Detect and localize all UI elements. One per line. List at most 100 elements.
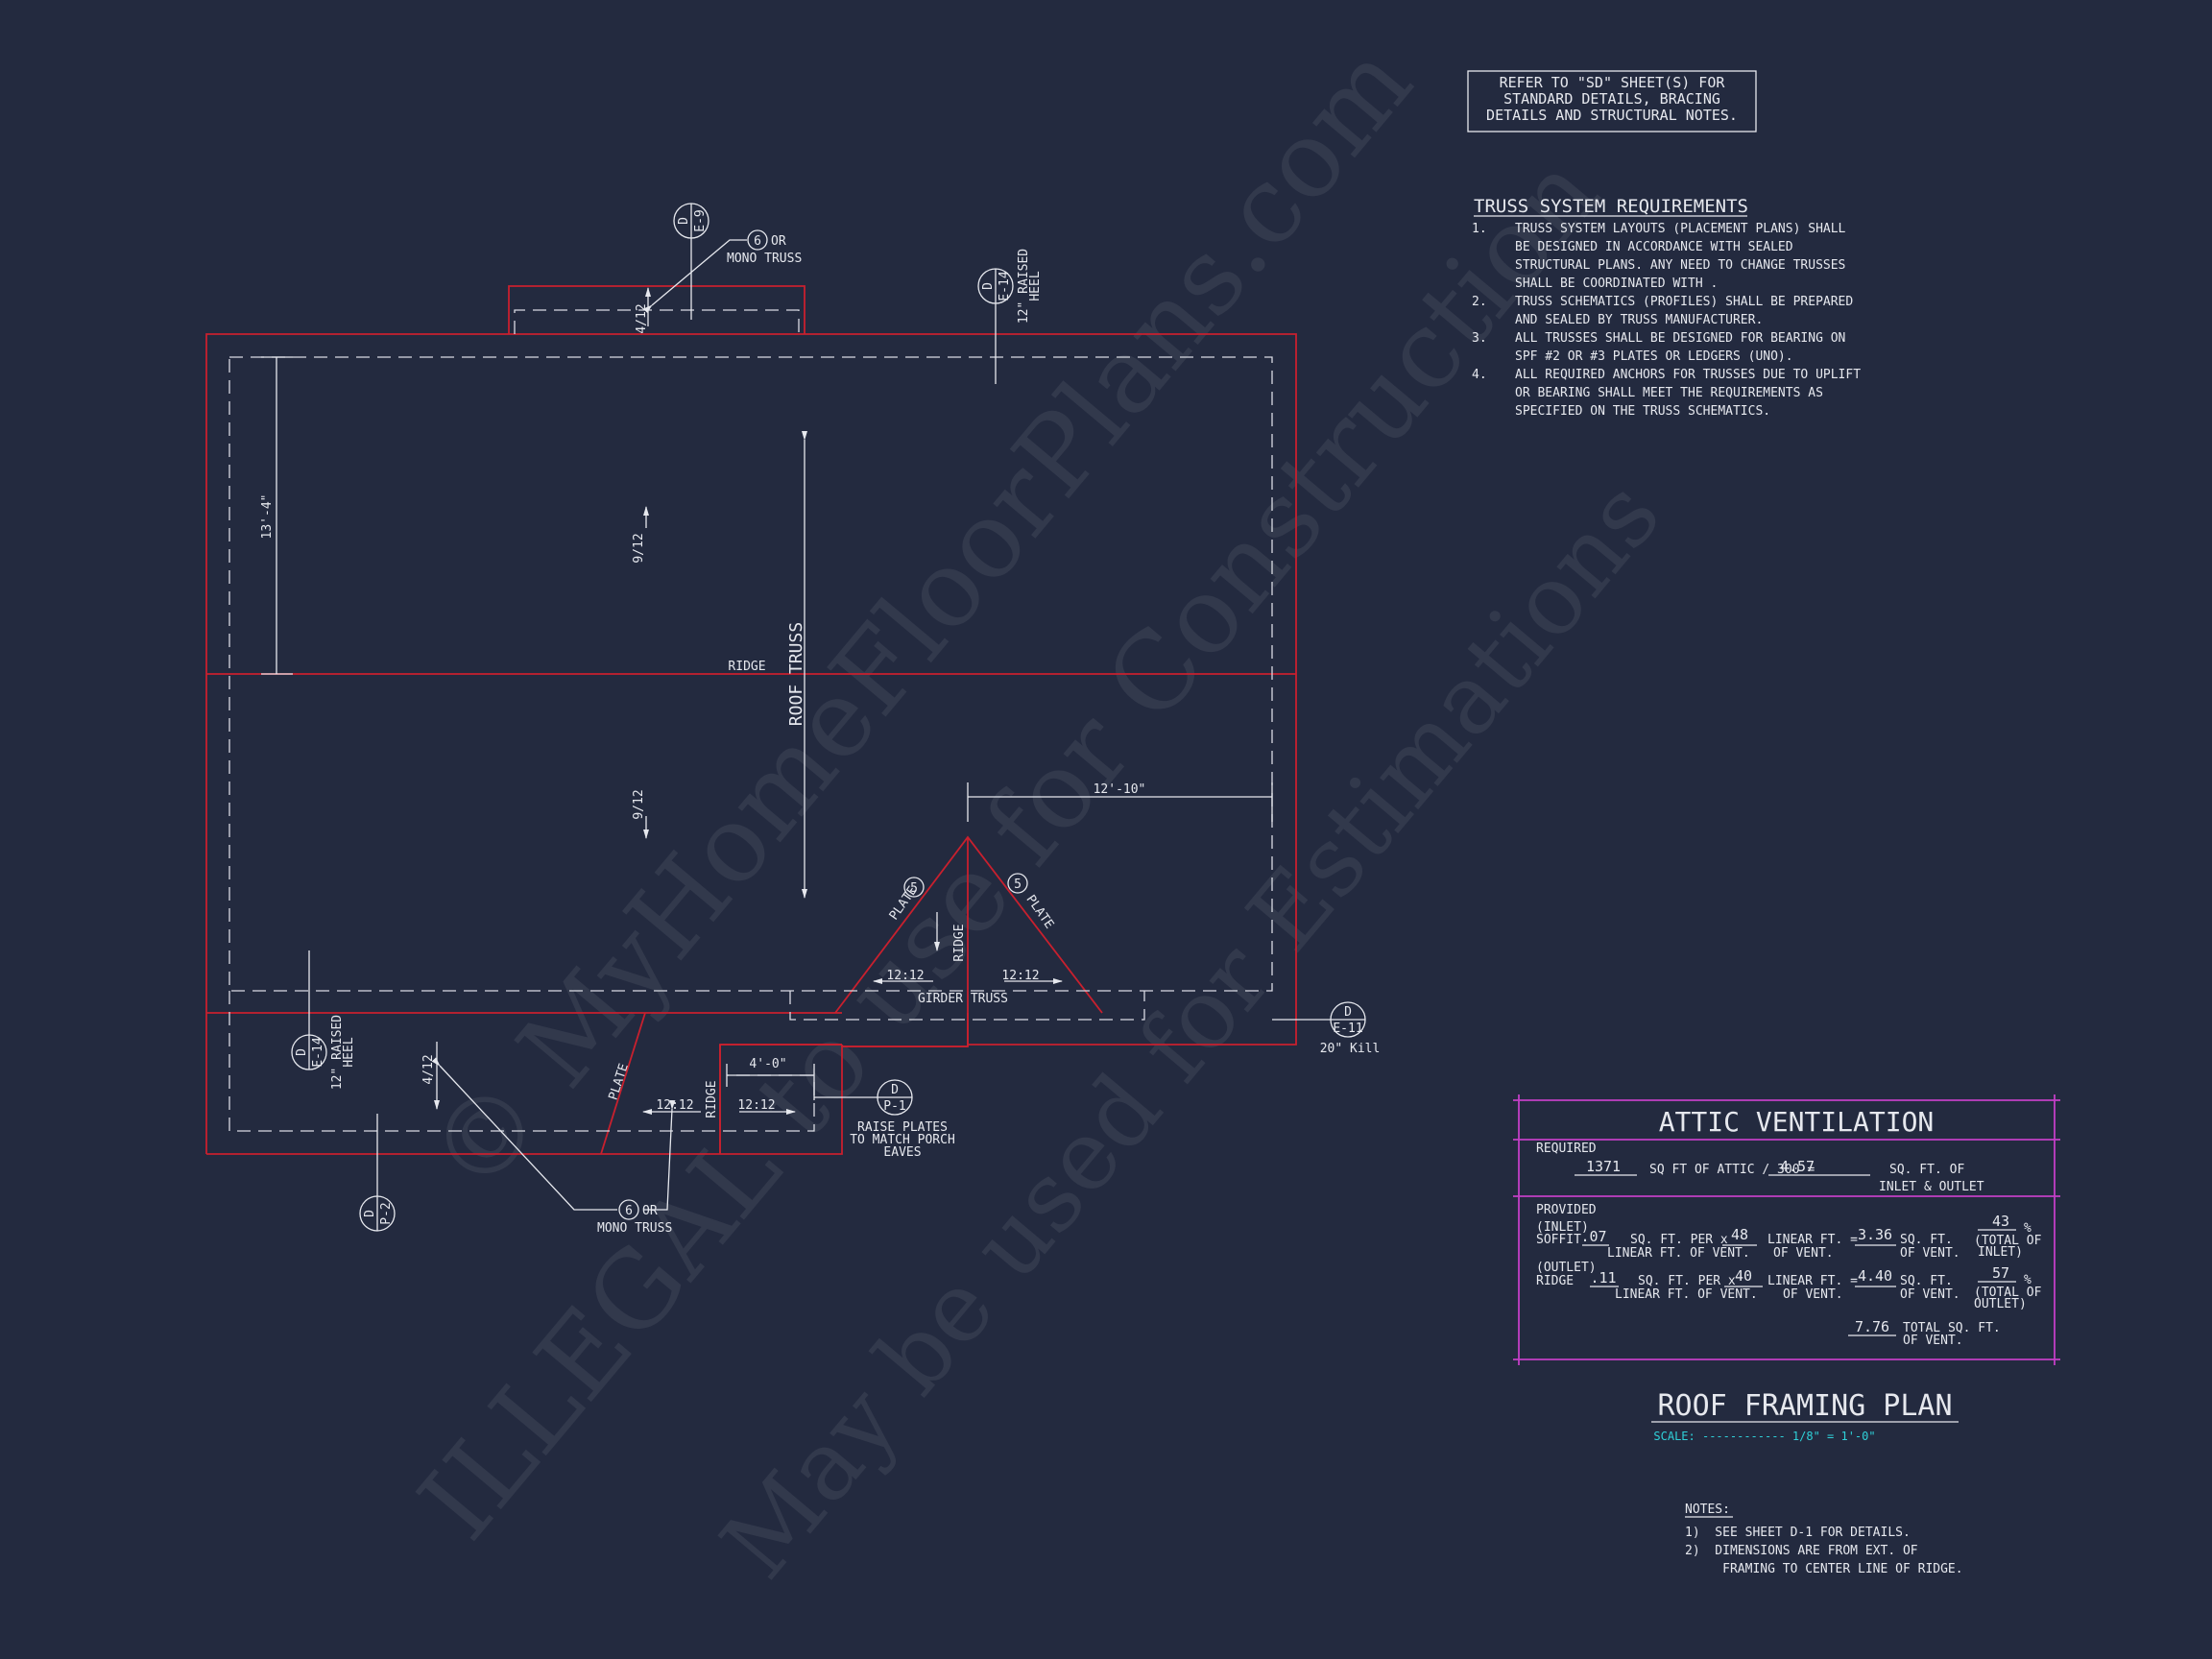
requirement-line: ALL REQUIRED ANCHORS FOR TRUSSES DUE TO … xyxy=(1515,368,1861,382)
detail-letter: D xyxy=(677,217,691,225)
note-line: FRAMING TO CENTER LINE OF RIDGE. xyxy=(1685,1562,1963,1576)
sheet-ref-e14: E-14 xyxy=(998,271,1012,301)
callout-circle-6-top xyxy=(747,229,768,251)
detail-letter: D xyxy=(981,282,996,290)
wall-outline xyxy=(205,285,1297,1155)
requirement-line: TRUSS SYSTEM LAYOUTS (PLACEMENT PLANS) S… xyxy=(1515,222,1846,236)
linear-ft-vent-label: LINEAR FT. OF VENT. xyxy=(1615,1287,1758,1302)
detail-letter: D xyxy=(891,1083,899,1097)
truss-requirements: TRUSS SYSTEM REQUIREMENTS 1. TRUSS SYSTE… xyxy=(1472,196,1861,419)
inlet-close-label: INLET) xyxy=(1978,1245,2023,1260)
item-number: 1. xyxy=(1472,222,1487,236)
callout-circle-5-right xyxy=(1007,873,1028,894)
of-vent-label: OF VENT. xyxy=(1900,1287,1960,1302)
raised-heel-line: HEEL xyxy=(342,1037,356,1067)
scale-label: SCALE: ------------ 1/8" = 1'-0" xyxy=(1653,1430,1875,1443)
item-number: 4. xyxy=(1472,368,1487,382)
raised-heel-line: 12" RAISED xyxy=(330,1015,345,1090)
inlet-label: (INLET) xyxy=(1536,1220,1589,1235)
mono-leader-bottom-right xyxy=(643,1099,676,1211)
mono-leader-top xyxy=(643,239,747,314)
callout-circle-6-bottom xyxy=(618,1199,639,1220)
linear-ft-eq-label: LINEAR FT. = xyxy=(1767,1233,1858,1247)
ridge-total-value: 4.40 xyxy=(1858,1267,1892,1285)
refer-note-box xyxy=(1467,70,1757,132)
linear-ft-vent-label: LINEAR FT. OF VENT. xyxy=(1607,1246,1750,1261)
notes-title: NOTES: xyxy=(1685,1503,1730,1517)
ridge-label: RIDGE xyxy=(728,660,765,674)
pitch-12-12-left: 12:12 xyxy=(886,969,924,983)
mono-truss-bottom: MONO TRUSS xyxy=(597,1221,672,1236)
raise-plates-line: RAISE PLATES xyxy=(857,1120,948,1135)
truss-requirements-title: TRUSS SYSTEM REQUIREMENTS xyxy=(1474,196,1748,217)
raised-heel-line: HEEL xyxy=(1028,271,1043,301)
note-line: 2) DIMENSIONS ARE FROM EXT. OF xyxy=(1685,1544,1918,1558)
total-sqft-label: TOTAL SQ. FT. xyxy=(1903,1321,2001,1335)
dim-4-0-label: 4'-0" xyxy=(749,1057,786,1071)
detail-letter: D xyxy=(363,1210,377,1217)
sq-ft-label: SQ. FT. xyxy=(1900,1233,1953,1247)
inlet-outlet-label: INLET & OUTLET xyxy=(1879,1180,1984,1194)
refer-note-line: DETAILS AND STRUCTURAL NOTES. xyxy=(1486,107,1738,124)
attic-sqft-value: 1371 xyxy=(1586,1158,1621,1175)
pitch-4-12-porch: 4/12 xyxy=(421,1054,436,1084)
sqft-per-label: SQ. FT. PER x xyxy=(1638,1274,1736,1288)
item-number: 3. xyxy=(1472,331,1487,346)
porch-ridge-label: RIDGE xyxy=(705,1080,719,1118)
overhang-main xyxy=(228,356,1273,992)
dim-13-4-label: 13'-4" xyxy=(260,494,275,540)
mono-truss-top: MONO TRUSS xyxy=(727,252,802,266)
sqft-per-label: SQ. FT. PER x xyxy=(1630,1233,1728,1247)
soffit-percent-value: 43 xyxy=(1992,1213,2009,1230)
requirement-line: AND SEALED BY TRUSS MANUFACTURER. xyxy=(1515,313,1763,327)
percent-sign: % xyxy=(2024,1273,2032,1287)
ridge-percent-value: 57 xyxy=(1992,1264,2009,1282)
raise-plates-line: TO MATCH PORCH xyxy=(850,1133,955,1147)
detail-letter: D xyxy=(1344,1005,1352,1020)
soffit-label: SOFFIT xyxy=(1536,1233,1581,1247)
roof-truss-label: ROOF TRUSS xyxy=(786,622,806,726)
pitch-12-12-right: 12:12 xyxy=(1001,969,1039,983)
outlet-label: (OUTLET) xyxy=(1536,1261,1597,1275)
watermark-line-2: ILLEGAL to use for Construction xyxy=(396,132,1623,1562)
sq-ft-label: SQ. FT. xyxy=(1900,1274,1953,1288)
outlet-close-label: OUTLET) xyxy=(1974,1297,2027,1311)
plan-title: ROOF FRAMING PLAN xyxy=(1657,1389,1952,1423)
ridge-value: .11 xyxy=(1590,1269,1616,1286)
plan-title-block: ROOF FRAMING PLAN SCALE: ------------ 1/… xyxy=(1651,1389,1959,1443)
note-line: 1) SEE SHEET D-1 FOR DETAILS. xyxy=(1685,1526,1911,1540)
linear-ft-eq-label: LINEAR FT. = xyxy=(1767,1274,1858,1288)
sheet-ref-e11: E-11 xyxy=(1333,1022,1362,1036)
porch-pitch-12-12-left: 12:12 xyxy=(656,1098,693,1113)
requirement-line: OR BEARING SHALL MEET THE REQUIREMENTS A… xyxy=(1515,386,1823,400)
dim-12-10-label: 12'-10" xyxy=(1094,782,1146,797)
formula-text: SQ FT OF ATTIC / 300 = xyxy=(1649,1163,1815,1177)
valley-ridge-label: RIDGE xyxy=(952,924,967,961)
watermark: © MyHomeFloorPlans.com ILLEGAL to use fo… xyxy=(396,21,1682,1599)
percent-sign: % xyxy=(2024,1221,2032,1236)
total-of-label: (TOTAL OF xyxy=(1974,1234,2042,1248)
provided-label: PROVIDED xyxy=(1536,1203,1597,1217)
of-vent-label: OF VENT. xyxy=(1900,1246,1960,1261)
porch-pitch-12-12-right: 12:12 xyxy=(737,1098,775,1113)
mono-leader-bottom-left xyxy=(431,1057,617,1211)
top-bump-wall xyxy=(508,285,805,334)
callout-6-bottom: 6 xyxy=(625,1204,633,1218)
sheet-ref-e9: E-9 xyxy=(693,209,708,231)
ridge-linear-value: 40 xyxy=(1735,1267,1752,1285)
of-vent-label: OF VENT. xyxy=(1903,1334,1963,1348)
pitch-4-12-top: 4/12 xyxy=(635,303,649,333)
sheet-ref-p1: P-1 xyxy=(883,1099,905,1114)
or-label-top: OR xyxy=(771,234,786,249)
raise-plates-line: EAVES xyxy=(883,1145,921,1160)
of-vent-label: OF VENT. xyxy=(1783,1287,1843,1302)
attic-ventilation-title: ATTIC VENTILATION xyxy=(1659,1106,1935,1138)
callout-circle-5-left xyxy=(903,877,925,898)
of-vent-label: OF VENT. xyxy=(1773,1246,1834,1261)
required-label: REQUIRED xyxy=(1536,1142,1597,1156)
refer-note-line: REFER TO "SD" SHEET(S) FOR xyxy=(1500,74,1726,91)
raised-heel-line: 12" RAISED xyxy=(1017,249,1031,324)
callout-5-right: 5 xyxy=(1014,878,1022,892)
requirement-line: SPECIFIED ON THE TRUSS SCHEMATICS. xyxy=(1515,404,1770,419)
